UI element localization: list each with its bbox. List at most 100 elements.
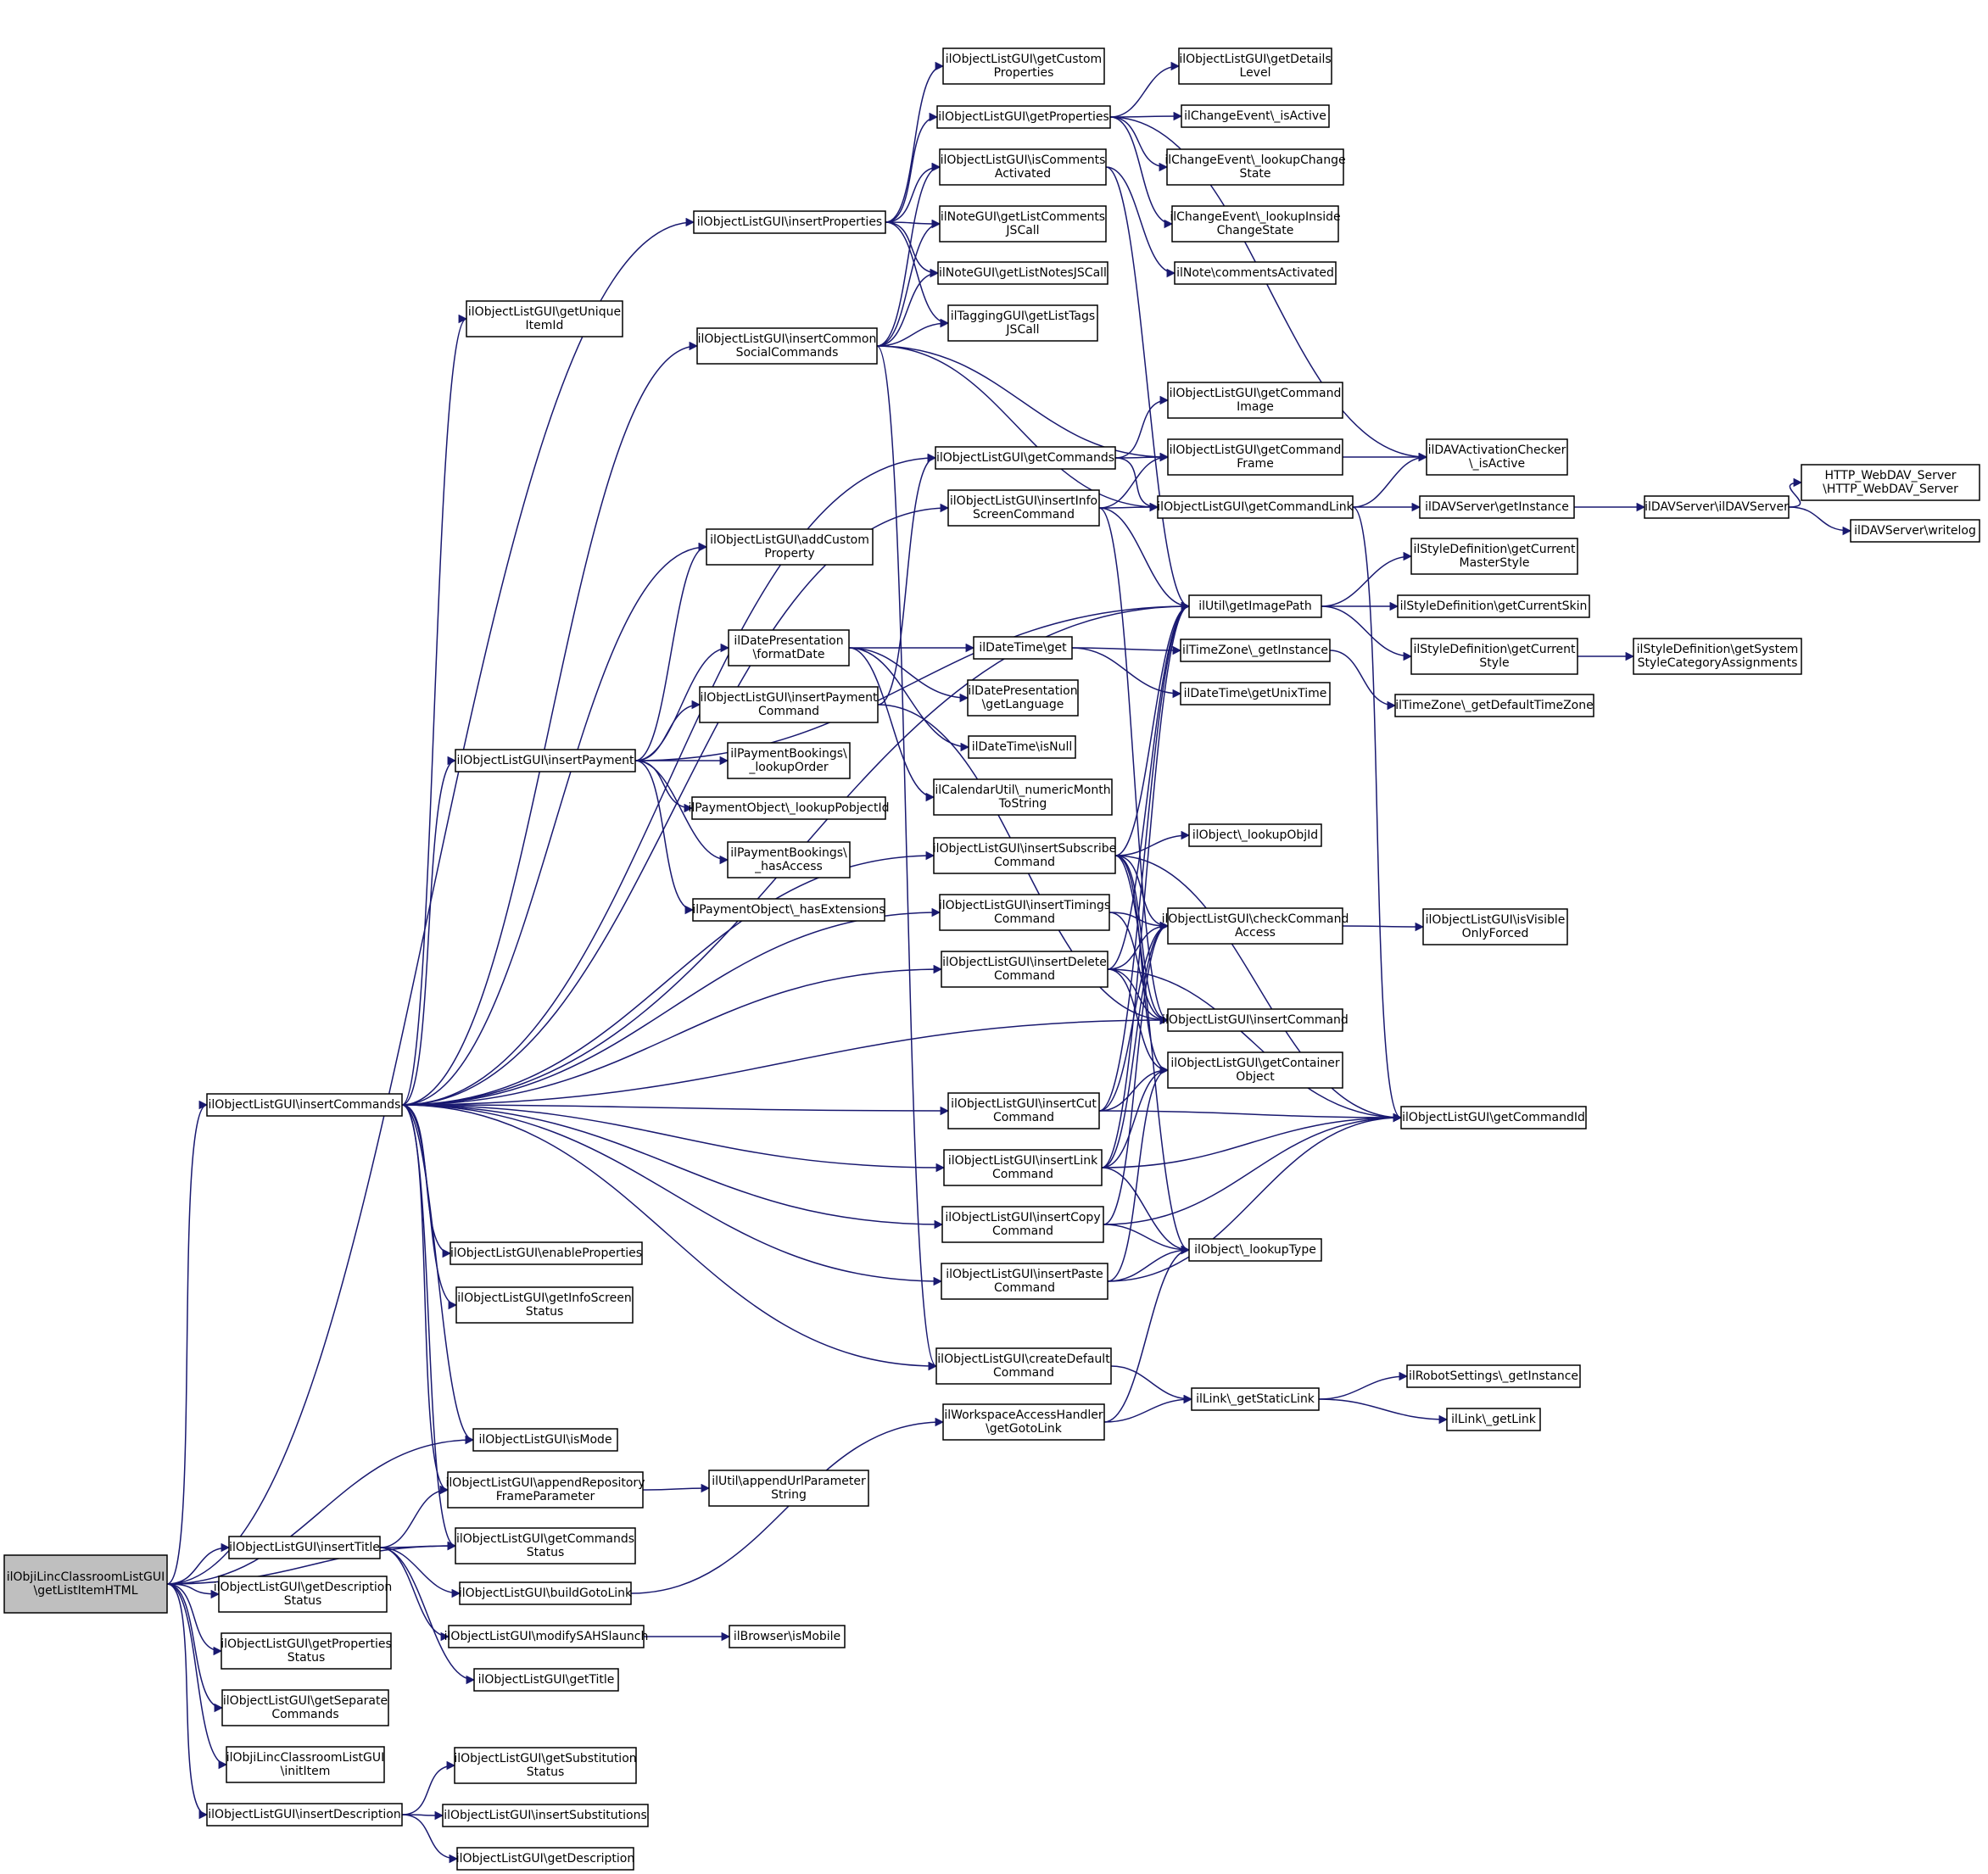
node-init-item[interactable]: ilObjiLincClassroomListGUI\initItem <box>226 1746 385 1783</box>
node-insert-command[interactable]: ilObjectListGUI\insertCommand <box>1162 1008 1349 1032</box>
node-label-line: ilObjectListGUI\insertLink <box>948 1154 1098 1168</box>
node-get-description[interactable]: ilObjectListGUI\getDescription <box>456 1847 635 1871</box>
node-label-line: OnlyForced <box>1462 927 1529 940</box>
node-enable-properties[interactable]: ilObjectListGUI\enableProperties <box>450 1241 643 1265</box>
edge-insert-commands-to-insert-command <box>401 1015 1170 1106</box>
node-dav-server-get-instance[interactable]: ilDAVServer\getInstance <box>1419 495 1575 519</box>
node-date-time-get[interactable]: ilDateTime\get <box>973 636 1073 660</box>
edge-get-image-path-to-get-current-master-style <box>1321 551 1413 607</box>
node-box <box>973 636 1073 660</box>
node-lookup-pobject-id[interactable]: ilPaymentObject\_lookupPobjectId <box>689 796 890 820</box>
node-get-unix-time[interactable]: ilDateTime\getUnixTime <box>1180 682 1331 706</box>
node-box <box>228 1536 381 1559</box>
node-il-davserver[interactable]: ilDAVServer\ilDAVServer <box>1644 495 1790 519</box>
node-get-current-skin[interactable]: ilStyleDefinition\getCurrentSkin <box>1397 594 1590 618</box>
node-lookup-order[interactable]: ilPaymentBookings\_lookupOrder <box>727 742 851 779</box>
node-is-mode[interactable]: ilObjectListGUI\isMode <box>472 1428 618 1452</box>
node-root[interactable]: ilObjiLincClassroomListGUI\getListItemHT… <box>3 1554 168 1614</box>
node-label-line: ilObjectListGUI\insertPaste <box>946 1268 1103 1281</box>
node-get-command-link[interactable]: ilObjectListGUI\getCommandLink <box>1157 495 1354 519</box>
node-time-zone-get-instance[interactable]: ilTimeZone\_getInstance <box>1180 639 1331 662</box>
node-insert-title[interactable]: ilObjectListGUI\insertTitle <box>228 1536 381 1559</box>
node-insert-properties[interactable]: ilObjectListGUI\insertProperties <box>693 210 886 234</box>
node-insert-payment[interactable]: ilObjectListGUI\insertPayment <box>455 749 636 772</box>
node-has-access[interactable]: ilPaymentBookings\_hasAccess <box>727 841 851 878</box>
node-append-repository-frame-parameter[interactable]: ilObjectListGUI\appendRepositoryFramePar… <box>446 1471 645 1509</box>
node-get-commands[interactable]: ilObjectListGUI\getCommands <box>935 446 1116 470</box>
node-writelog[interactable]: ilDAVServer\writelog <box>1850 519 1980 543</box>
node-is-null[interactable]: ilDateTime\isNull <box>968 735 1076 759</box>
node-get-title[interactable]: ilObjectListGUI\getTitle <box>473 1668 619 1692</box>
node-get-language[interactable]: ilDatePresentation\getLanguage <box>967 679 1079 717</box>
node-get-properties[interactable]: ilObjectListGUI\getProperties <box>936 105 1111 129</box>
node-get-command-id[interactable]: ilObjectListGUI\getCommandId <box>1400 1106 1587 1129</box>
node-get-system-style-category-assignments[interactable]: ilStyleDefinition\getSystemStyleCategory… <box>1633 638 1802 675</box>
node-insert-description[interactable]: ilObjectListGUI\insertDescription <box>206 1803 403 1827</box>
node-dav-activation-is-active[interactable]: ilDAVActivationChecker\_isActive <box>1426 438 1568 476</box>
node-label-line: ilObjectListGUI\getSubstitution <box>454 1752 636 1765</box>
node-get-goto-link[interactable]: ilWorkspaceAccessHandler\getGotoLink <box>942 1403 1105 1441</box>
node-change-event-is-active[interactable]: ilChangeEvent\_isActive <box>1181 104 1330 128</box>
node-insert-commands[interactable]: ilObjectListGUI\insertCommands <box>206 1093 403 1117</box>
node-get-link[interactable]: ilLink\_getLink <box>1446 1408 1541 1431</box>
node-box <box>729 1625 846 1648</box>
node-insert-common-social-commands[interactable]: ilObjectListGUI\insertCommonSocialComman… <box>696 327 878 365</box>
node-format-date[interactable]: ilDatePresentation\formatDate <box>728 629 850 666</box>
node-lookup-type[interactable]: ilObject\_lookupType <box>1188 1238 1322 1262</box>
node-lookup-obj-id[interactable]: ilObject\_lookupObjId <box>1188 823 1322 847</box>
node-is-mobile[interactable]: ilBrowser\isMobile <box>729 1625 846 1648</box>
node-label-line: ilCalendarUtil\_numericMonth <box>935 784 1110 797</box>
node-robot-get-instance[interactable]: ilRobotSettings\_getInstance <box>1406 1364 1581 1388</box>
node-comments-activated[interactable]: ilNote\commentsActivated <box>1174 261 1337 285</box>
node-get-default-time-zone[interactable]: ilTimeZone\_getDefaultTimeZone <box>1394 694 1594 717</box>
node-label-line: JSCall <box>1005 224 1039 237</box>
edge-format-date-to-numeric-month-to-string <box>848 647 935 802</box>
node-get-image-path[interactable]: ilUtil\getImagePath <box>1188 594 1322 618</box>
node-get-static-link[interactable]: ilLink\_getStaticLink <box>1191 1387 1320 1411</box>
node-label-line: ilObjectListGUI\insertPayment <box>457 754 635 767</box>
node-build-goto-link[interactable]: ilObjectListGUI\buildGotoLink <box>459 1581 633 1605</box>
node-insert-substitutions[interactable]: ilObjectListGUI\insertSubstitutions <box>442 1804 649 1827</box>
node-label-line: ilObjectListGUI\getCommandId <box>1402 1111 1585 1124</box>
node-has-extensions[interactable]: ilPaymentObject\_hasExtensions <box>692 898 885 922</box>
node-get-list-notes-jscall[interactable]: ilNoteGUI\getListNotesJSCall <box>937 261 1108 285</box>
node-http-web-davserver[interactable]: HTTP_WebDAV_Server\HTTP_WebDAV_Server <box>1801 464 1980 501</box>
edge-root-to-init-item <box>166 1583 228 1770</box>
node-box <box>941 1263 1108 1300</box>
node-modify-sahslaunch[interactable]: ilObjectListGUI\modifySAHSlaunch <box>444 1625 649 1648</box>
